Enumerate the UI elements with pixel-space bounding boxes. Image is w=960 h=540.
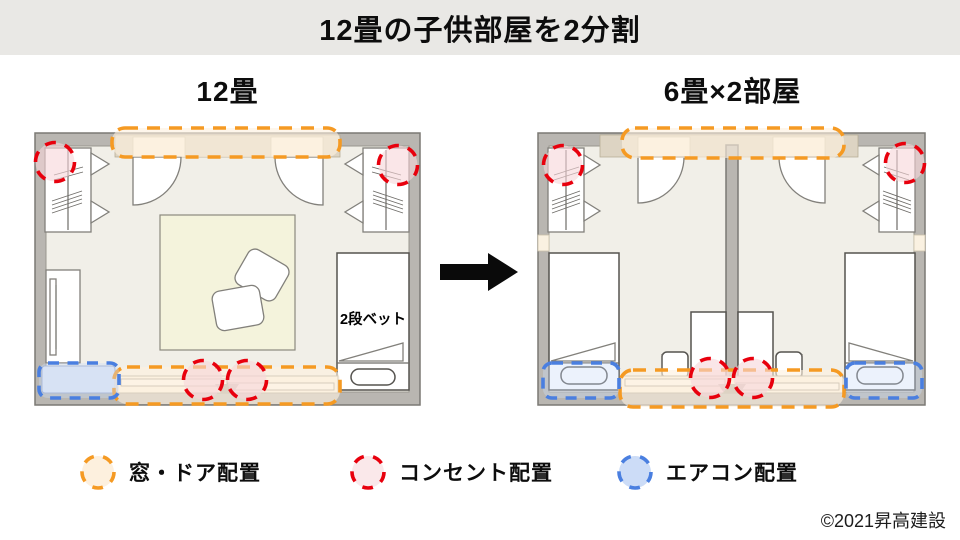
floor-plan-after [537,126,927,409]
outlet-marker [33,140,77,184]
legend-label: エアコン配置 [666,462,798,485]
window-door-marker [110,126,342,159]
window-door-marker [620,126,846,160]
window-door-marker-icon [80,454,116,490]
outlet-marker [181,358,225,402]
legend-item-aircon: エアコン配置 [615,452,798,492]
bunk-bed-icon: 2段ベット [336,252,410,391]
outlet-marker [688,356,732,400]
door-icon [132,156,182,206]
outlet-marker [225,358,269,402]
legend-label: コンセント配置 [399,462,553,485]
aircon-marker [37,361,121,400]
partition-wall [725,144,739,386]
aircon-marker [844,361,924,400]
arrow-right-icon [440,253,518,291]
aircon-marker-icon [617,454,653,490]
rug-icon [159,214,296,351]
legend: 窓・ドア配置 コンセント配置 エアコン配置 [0,452,960,500]
aircon-marker [541,361,621,400]
label-before: 12畳 [196,76,259,107]
door-icon [637,156,685,204]
label-after: 6畳×2部屋 [663,76,802,107]
legend-item-outlet: コンセント配置 [348,452,553,492]
copyright: ©2021昇高建設 [820,511,946,531]
title-bar: 12畳の子供部屋を2分割 [0,0,960,55]
legend-label: 窓・ドア配置 [129,462,261,485]
door-icon [274,156,324,206]
outlet-marker [541,143,585,187]
door-icon [778,156,826,204]
cushion-icon [211,284,265,332]
window-door-marker [112,365,342,406]
bunk-bed-label: 2段ベット [340,310,406,328]
bed-icon [548,252,620,391]
outlet-marker [731,356,775,400]
outlet-marker-icon [350,454,386,490]
outlet-marker [883,141,927,185]
outlet-marker [376,143,420,187]
tv-stand-icon [45,269,81,364]
floor-plan-before: 2段ベット [33,126,421,406]
legend-item-window-door: 窓・ドア配置 [78,452,261,492]
main-title: 12畳の子供部屋を2分割 [319,14,641,47]
